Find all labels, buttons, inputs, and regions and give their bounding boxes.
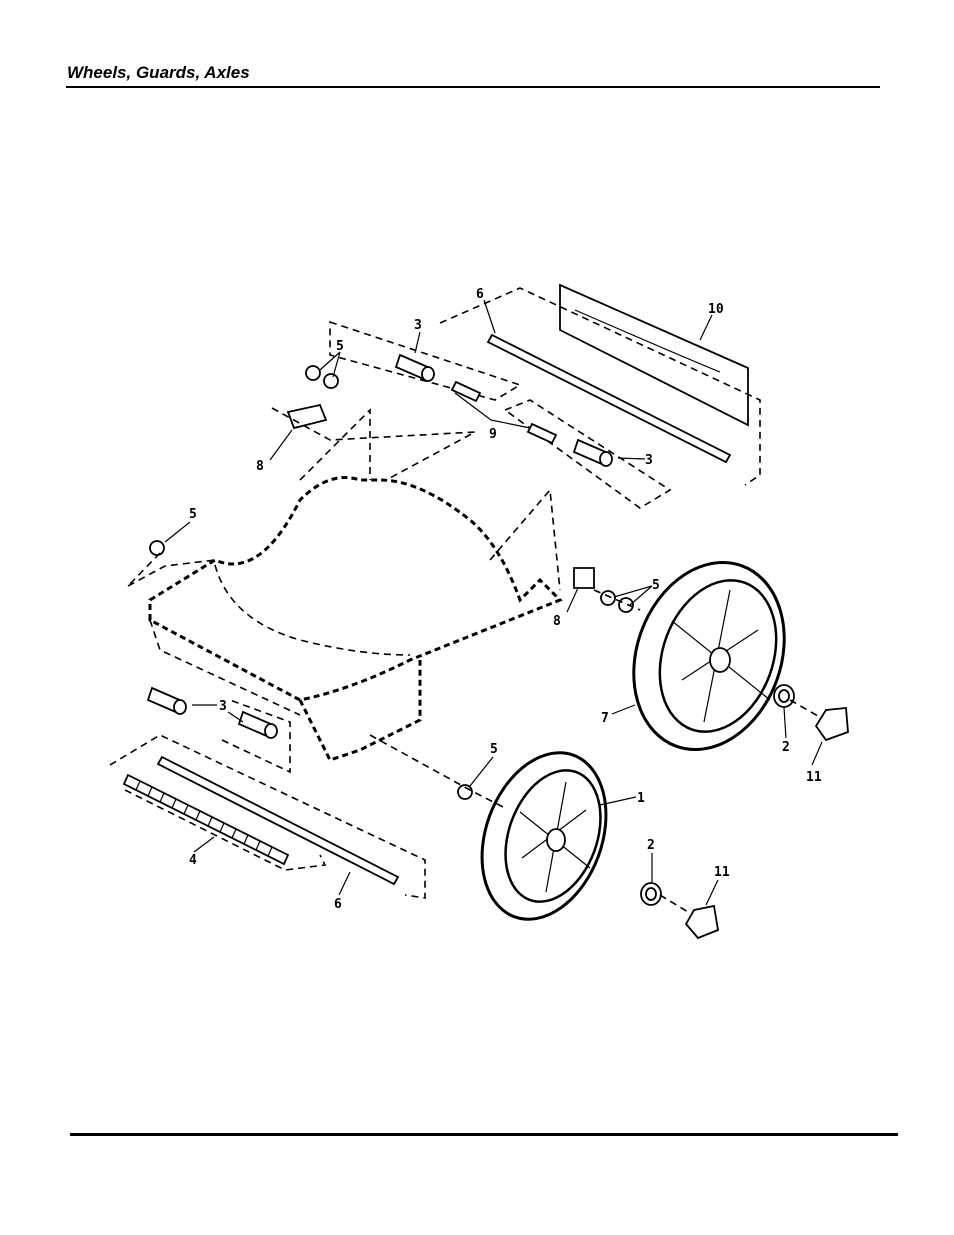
page-title: Wheels, Guards, Axles <box>67 63 250 82</box>
rear-wheel <box>632 560 786 752</box>
callout-6-front-axle: 6 <box>334 897 342 912</box>
callout-8-right-bracket: 8 <box>553 614 561 629</box>
front-wheel <box>480 751 608 921</box>
rear-guard-plate <box>439 283 761 486</box>
callout-11-front-cap: 11 <box>714 865 730 880</box>
callout-4-spring: 4 <box>189 853 197 868</box>
washers <box>149 365 634 800</box>
callout-5-upper: 5 <box>336 339 344 354</box>
hubs-and-caps <box>640 684 849 940</box>
front-axle <box>109 734 426 899</box>
bushing-springs <box>450 380 558 445</box>
callout-leaders <box>164 299 823 906</box>
footer-rule <box>70 1133 898 1136</box>
callout-8-left-bracket: 8 <box>256 459 264 474</box>
exploded-dashed-leaders <box>127 552 819 913</box>
callout-2-rear-hub: 2 <box>782 740 790 755</box>
front-spring <box>122 773 327 871</box>
callout-3-upper-right: 3 <box>645 453 653 468</box>
bushings <box>146 320 672 774</box>
mower-deck-outline <box>127 408 563 762</box>
callout-7-rear-wheel: 7 <box>601 711 609 726</box>
callout-5-right: 5 <box>652 578 660 593</box>
header-rule <box>66 86 880 88</box>
rear-axle <box>486 333 732 464</box>
brackets <box>271 403 595 589</box>
callout-2-front-hub: 2 <box>647 838 655 853</box>
callout-5-left: 5 <box>189 507 197 522</box>
callout-6-rear-axle: 6 <box>476 287 484 302</box>
callout-3-upper-left: 3 <box>414 318 422 333</box>
callout-10-guard: 10 <box>708 302 724 317</box>
callout-9-springs: 9 <box>489 427 497 442</box>
callout-3-front: 3 <box>219 699 227 714</box>
callout-5-front: 5 <box>490 742 498 757</box>
callout-labels: 6 10 3 5 9 8 3 5 8 5 7 2 11 3 5 1 2 11 4… <box>189 287 822 912</box>
callout-1-front-wheel: 1 <box>637 791 645 806</box>
callout-11-rear-cap: 11 <box>806 770 822 785</box>
